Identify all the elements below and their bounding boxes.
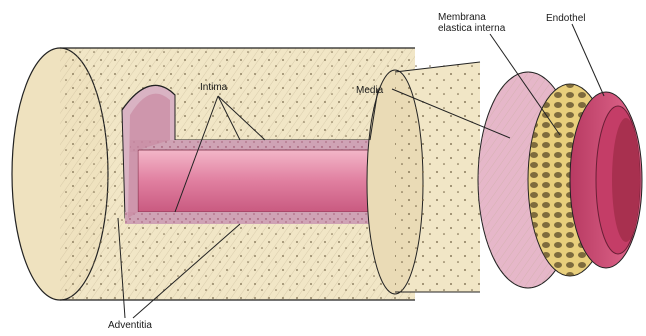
- adventitia-label: Adventitia: [108, 320, 152, 331]
- adventitia-right-section: [367, 62, 480, 294]
- endothel-label: Endothel: [546, 13, 585, 24]
- media-label: Media: [356, 85, 383, 96]
- intima-label: Intima: [200, 82, 227, 93]
- endothel-layer: [570, 92, 642, 268]
- membrana-label-line2: elastica interna: [438, 23, 505, 34]
- membrana-label-line1: Membrana: [438, 12, 486, 23]
